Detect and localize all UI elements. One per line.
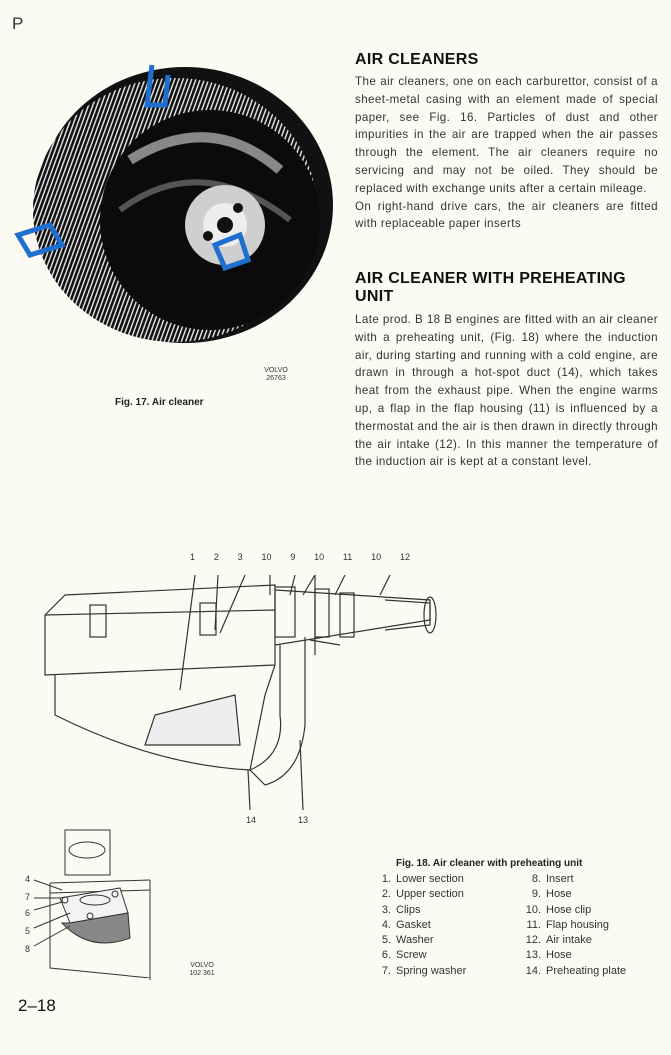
callout: 2 bbox=[213, 552, 219, 562]
legend-item: 14.Preheating plate bbox=[525, 964, 627, 977]
paragraph: On right-hand drive cars, the air cleane… bbox=[355, 199, 658, 231]
legend-item: 4.Gasket bbox=[381, 918, 431, 931]
fig18-code: VOLVO 102 361 bbox=[188, 962, 216, 978]
legend-item: 12.Air intake bbox=[525, 934, 592, 947]
section-preheating: AIR CLEANER WITH PREHEATING UNIT Late pr… bbox=[355, 270, 658, 471]
legend-item: 1.Lower section bbox=[381, 873, 464, 885]
callout: 13 bbox=[298, 815, 309, 825]
callout: 8 bbox=[25, 944, 31, 954]
fig18-code-brand: VOLVO bbox=[190, 962, 214, 969]
callout: 3 bbox=[237, 552, 243, 562]
preheating-air-cleaner-diagram bbox=[44, 575, 437, 811]
callout: 4 bbox=[25, 874, 31, 884]
legend-item: 13.Hose bbox=[525, 949, 572, 962]
legend-item: 11.Flap housing bbox=[526, 918, 609, 931]
callout: 12 bbox=[399, 552, 410, 562]
section-heading: AIR CLEANER WITH PREHEATING UNIT bbox=[355, 270, 626, 305]
callout: 7 bbox=[25, 892, 31, 902]
legend-item: 2.Upper section bbox=[381, 888, 464, 901]
fig18-legend: 1.Lower section 8.Insert 2.Upper section 9… bbox=[373, 873, 663, 980]
legend-item: 7.Spring washer bbox=[381, 964, 467, 977]
clip-icon bbox=[14, 64, 252, 272]
callout: 14 bbox=[246, 815, 257, 825]
legend-item: 8.Insert bbox=[531, 873, 574, 885]
inset-diagram bbox=[33, 829, 151, 978]
callouts-top: 1 2 3 10 9 10 11 10 12 bbox=[190, 552, 410, 562]
callout: 11 bbox=[342, 552, 353, 562]
callout: 10 bbox=[371, 552, 382, 562]
fig18-caption: Fig. 18. Air cleaner with preheating uni… bbox=[396, 858, 583, 869]
legend-item: 5.Washer bbox=[381, 934, 434, 947]
fig17-code-number: 26763 bbox=[266, 375, 286, 382]
page-letter: P bbox=[12, 14, 24, 33]
fig17-code: VOLVO 26763 bbox=[260, 367, 292, 383]
section-heading: AIR CLEANERS bbox=[355, 51, 479, 68]
air-cleaner-illustration bbox=[14, 64, 333, 343]
inset-divider bbox=[149, 880, 151, 980]
callout: 10 bbox=[261, 552, 272, 562]
callout: 5 bbox=[25, 926, 31, 936]
legend-item: 9.Hose bbox=[531, 888, 572, 901]
legend-item: 3.Clips bbox=[381, 903, 421, 916]
page-number: 2–18 bbox=[18, 996, 56, 1015]
legend-item: 10.Hose clip bbox=[525, 903, 592, 916]
section-air-cleaners: AIR CLEANERS The air cleaners, one on ea… bbox=[355, 51, 658, 233]
callout: 10 bbox=[314, 552, 325, 562]
callout: 6 bbox=[25, 908, 31, 918]
legend-item: 6.Screw bbox=[381, 949, 427, 962]
fig18-code-number: 102 361 bbox=[189, 970, 215, 977]
fig17-code-brand: VOLVO bbox=[264, 367, 288, 374]
fig17-caption: Fig. 17. Air cleaner bbox=[115, 397, 204, 408]
callout: 9 bbox=[290, 552, 296, 562]
paragraph: The air cleaners, one on each carburetto… bbox=[355, 75, 658, 195]
callout: 1 bbox=[190, 552, 196, 562]
paragraph: Late prod. B 18 B engines are fitted wit… bbox=[355, 313, 658, 469]
